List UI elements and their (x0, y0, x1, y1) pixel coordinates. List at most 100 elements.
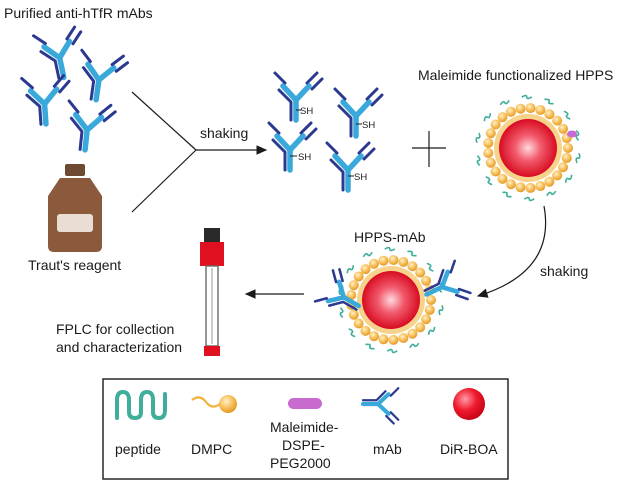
plus-icon (412, 131, 446, 167)
dmpc-head (415, 267, 426, 278)
peptide-strand (564, 174, 573, 183)
peptide-strand (575, 130, 580, 141)
dmpc-head (497, 173, 508, 184)
dmpc-head (558, 162, 569, 173)
bottle-icon (48, 164, 102, 252)
dmpc-head (563, 143, 573, 153)
peptide-strand (384, 246, 396, 252)
dmpc-head (368, 331, 379, 342)
dir-boa-icon (453, 388, 485, 420)
dmpc-head (421, 314, 432, 325)
dmpc-head (368, 258, 379, 269)
merge-lines (131, 91, 268, 213)
nanoparticle-icon (338, 246, 444, 354)
sh-label: SH (354, 172, 367, 183)
maleimide-icon (288, 398, 322, 409)
legend-maleimide-label-3: PEG2000 (270, 455, 331, 471)
peptide-strand (483, 113, 492, 122)
fplc-label-line1: FPLC for collection (56, 321, 174, 337)
dmpc-head (407, 328, 418, 339)
dmpc-head (497, 112, 508, 123)
dmpc-head (490, 119, 501, 130)
dmpc-head (544, 109, 555, 120)
dmpc-head (544, 176, 555, 187)
peptide-icon (115, 389, 167, 421)
dmpc-head (346, 289, 357, 300)
thiol-antibody-group: SH SH SH SH (269, 73, 382, 190)
peptide-strand (426, 262, 434, 272)
peptide-strand (485, 176, 493, 186)
peptide-strand (502, 191, 512, 198)
dmpc-head (483, 148, 494, 159)
dmpc-head (407, 261, 418, 272)
shaking-right-label: shaking (540, 263, 588, 279)
peptide-strand (365, 343, 375, 350)
dmpc-head (360, 325, 371, 336)
peptide-strand (346, 265, 355, 274)
legend-peptide-label: peptide (115, 441, 161, 457)
peptide-strand (544, 98, 554, 105)
dmpc-head (515, 103, 526, 114)
dir-boa-core (362, 271, 420, 329)
dmpc-head (426, 295, 436, 305)
shaking-arrow (476, 205, 547, 298)
antibody-icon (34, 26, 90, 82)
peptide-strand (438, 304, 444, 316)
dmpc-head (485, 128, 496, 139)
legend-dmpc-label: DMPC (191, 441, 232, 457)
dmpc-head (552, 115, 563, 126)
peptide-strand (348, 328, 356, 338)
dmpc-head (378, 255, 389, 266)
dmpc-head (348, 309, 359, 320)
dmpc-head (535, 104, 546, 115)
dmpc-head (483, 137, 494, 148)
dmpc-head (388, 334, 399, 345)
peptide-strand (521, 94, 533, 100)
dmpc-head (353, 271, 364, 282)
nanoparticle-icon (475, 94, 581, 202)
dmpc-head (348, 280, 359, 291)
peptide-strand (407, 250, 417, 257)
maleimide-group (567, 130, 577, 138)
dmpc-head (398, 256, 409, 267)
dmpc-head (505, 179, 516, 190)
dmpc-head (424, 304, 435, 315)
dmpc-head (353, 318, 364, 329)
legend-mab-label: mAb (373, 441, 402, 457)
peptide-strand (523, 196, 535, 202)
reagent-label: Traut's reagent (28, 257, 121, 273)
sh-label: SH (300, 106, 313, 117)
peptide-strand (499, 99, 510, 106)
dmpc-head (525, 103, 536, 114)
peptide-strand (476, 155, 481, 166)
peptide-strand (475, 132, 481, 144)
dmpc-head (558, 123, 569, 134)
peptide-strand (409, 342, 420, 349)
dmpc-head (485, 157, 496, 168)
hpps-mab-label: HPPS-mAb (354, 229, 426, 245)
dmpc-head (552, 170, 563, 181)
dmpc-head (490, 166, 501, 177)
antibodies-label: Purified anti-hTfR mAbs (4, 5, 153, 21)
legend-box (102, 378, 509, 480)
peptide-strand (386, 348, 398, 354)
dmpc-head (535, 181, 546, 192)
antibody-icon (275, 73, 322, 120)
fplc-column-icon (200, 228, 224, 356)
dir-boa-core (499, 119, 557, 177)
legend-maleimide-label: Maleimide- (270, 419, 339, 435)
peptide-strand (546, 190, 557, 197)
peptide-strand (362, 251, 373, 258)
antibody-icon (75, 50, 128, 103)
peptide-strand (563, 110, 571, 120)
dmpc-head (360, 264, 371, 275)
dmpc-head (415, 322, 426, 333)
shaking-top-label: shaking (200, 125, 248, 141)
dmpc-head (388, 255, 399, 266)
dmpc-head (421, 275, 432, 286)
dmpc-head (515, 182, 526, 193)
sh-label: SH (298, 152, 311, 163)
antibody-icon (64, 101, 116, 153)
legend-dirboa-label: DiR-BOA (440, 441, 498, 457)
